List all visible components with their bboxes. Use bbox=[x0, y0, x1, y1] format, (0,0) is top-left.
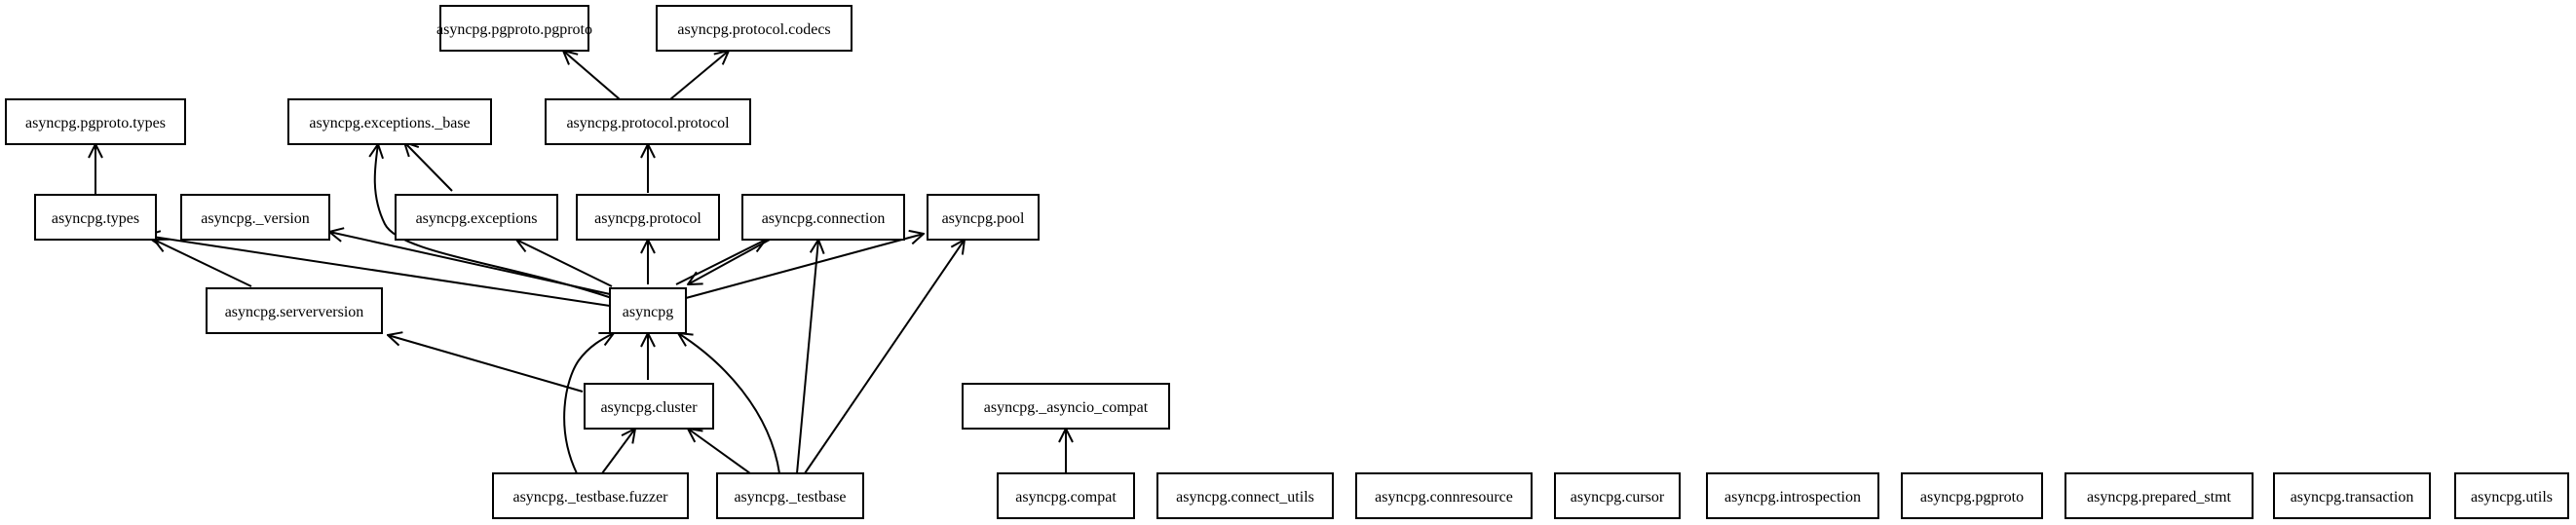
node-asyncpg-transaction[interactable]: asyncpg.transaction bbox=[2273, 472, 2431, 519]
edge-testbase-to-cluster bbox=[688, 429, 751, 474]
edge-testbase-to-connection bbox=[796, 240, 818, 474]
edge-testbase-to-pool bbox=[804, 240, 965, 474]
svg-text:asyncpg.exceptions._base: asyncpg.exceptions._base bbox=[309, 115, 470, 131]
svg-text:asyncpg.connect_utils: asyncpg.connect_utils bbox=[1176, 489, 1314, 506]
node-asyncpg-protocol[interactable]: asyncpg.protocol bbox=[576, 194, 720, 241]
svg-text:asyncpg._asyncio_compat: asyncpg._asyncio_compat bbox=[984, 399, 1149, 416]
svg-text:asyncpg.cursor: asyncpg.cursor bbox=[1571, 489, 1665, 506]
svg-text:asyncpg.pgproto.pgproto: asyncpg.pgproto.pgproto bbox=[436, 21, 592, 38]
svg-text:asyncpg.pool: asyncpg.pool bbox=[942, 210, 1025, 227]
node-asyncpg-prepared-stmt[interactable]: asyncpg.prepared_stmt bbox=[2065, 472, 2254, 519]
node-asyncpg-version[interactable]: asyncpg._version bbox=[180, 194, 330, 241]
edge-cluster-to-serverversion bbox=[388, 335, 584, 393]
svg-text:asyncpg.connresource: asyncpg.connresource bbox=[1375, 489, 1513, 506]
edge-protocol-protocol-to-pgproto-pgproto bbox=[563, 51, 621, 100]
node-asyncpg-serverversion[interactable]: asyncpg.serverversion bbox=[206, 287, 383, 334]
svg-text:asyncpg.exceptions: asyncpg.exceptions bbox=[416, 210, 538, 227]
edge-protocol-protocol-to-protocol-codecs bbox=[669, 51, 729, 100]
edge-asyncpg-to-version bbox=[329, 232, 611, 295]
node-asyncpg-pool[interactable]: asyncpg.pool bbox=[927, 194, 1040, 241]
svg-text:asyncpg._version: asyncpg._version bbox=[201, 210, 310, 227]
edge-connection-to-asyncpg bbox=[688, 239, 771, 284]
svg-text:asyncpg.protocol.codecs: asyncpg.protocol.codecs bbox=[677, 21, 830, 38]
svg-text:asyncpg._testbase: asyncpg._testbase bbox=[734, 489, 846, 506]
node-asyncpg-compat[interactable]: asyncpg.compat bbox=[997, 472, 1135, 519]
svg-text:asyncpg.introspection: asyncpg.introspection bbox=[1724, 489, 1861, 506]
edge-testbase-fuzzer-to-cluster bbox=[601, 429, 635, 474]
node-asyncpg-pgproto[interactable]: asyncpg.pgproto bbox=[1901, 472, 2043, 519]
svg-text:asyncpg.utils: asyncpg.utils bbox=[2471, 489, 2553, 506]
node-asyncpg-testbase[interactable]: asyncpg._testbase bbox=[716, 472, 864, 519]
node-asyncpg-connect-utils[interactable]: asyncpg.connect_utils bbox=[1156, 472, 1334, 519]
svg-text:asyncpg.cluster: asyncpg.cluster bbox=[600, 399, 698, 416]
node-asyncpg-exceptions[interactable]: asyncpg.exceptions bbox=[395, 194, 558, 241]
node-asyncpg-asyncio-compat[interactable]: asyncpg._asyncio_compat bbox=[962, 383, 1170, 430]
node-asyncpg-exceptions-base[interactable]: asyncpg.exceptions._base bbox=[287, 98, 492, 145]
node-asyncpg-testbase-fuzzer[interactable]: asyncpg._testbase.fuzzer bbox=[492, 472, 689, 519]
node-asyncpg[interactable]: asyncpg bbox=[609, 287, 687, 334]
node-asyncpg-protocol-protocol[interactable]: asyncpg.protocol.protocol bbox=[545, 98, 751, 145]
svg-text:asyncpg._testbase.fuzzer: asyncpg._testbase.fuzzer bbox=[512, 489, 668, 506]
node-asyncpg-introspection[interactable]: asyncpg.introspection bbox=[1706, 472, 1879, 519]
svg-text:asyncpg.prepared_stmt: asyncpg.prepared_stmt bbox=[2087, 489, 2232, 506]
svg-text:asyncpg.connection: asyncpg.connection bbox=[762, 210, 886, 227]
svg-text:asyncpg.transaction: asyncpg.transaction bbox=[2291, 489, 2414, 506]
edge-asyncpg-to-exceptions bbox=[516, 240, 613, 287]
node-asyncpg-types[interactable]: asyncpg.types bbox=[34, 194, 157, 241]
svg-text:asyncpg.pgproto: asyncpg.pgproto bbox=[1920, 489, 2024, 506]
svg-text:asyncpg.pgproto.types: asyncpg.pgproto.types bbox=[25, 115, 166, 131]
node-asyncpg-pgproto-types[interactable]: asyncpg.pgproto.types bbox=[5, 98, 186, 145]
nodes: asyncpg.pgproto.pgproto asyncpg.protocol… bbox=[5, 5, 2569, 519]
node-asyncpg-connection[interactable]: asyncpg.connection bbox=[741, 194, 905, 241]
node-asyncpg-utils[interactable]: asyncpg.utils bbox=[2454, 472, 2569, 519]
node-asyncpg-cursor[interactable]: asyncpg.cursor bbox=[1554, 472, 1681, 519]
node-asyncpg-pgproto-pgproto[interactable]: asyncpg.pgproto.pgproto bbox=[436, 5, 592, 52]
svg-text:asyncpg.serverversion: asyncpg.serverversion bbox=[225, 304, 364, 320]
edge-asyncpg-to-types bbox=[146, 236, 611, 307]
svg-text:asyncpg.compat: asyncpg.compat bbox=[1015, 489, 1117, 506]
edge-serverversion-to-types bbox=[154, 240, 252, 287]
edge-exceptions-to-exceptions-base bbox=[404, 142, 453, 192]
edge-testbase-to-asyncpg bbox=[678, 333, 780, 474]
svg-text:asyncpg.types: asyncpg.types bbox=[52, 210, 139, 227]
node-asyncpg-connresource[interactable]: asyncpg.connresource bbox=[1355, 472, 1533, 519]
edge-testbase-fuzzer-to-asyncpg bbox=[563, 333, 614, 474]
node-asyncpg-cluster[interactable]: asyncpg.cluster bbox=[584, 383, 714, 430]
edge-asyncpg-to-pool bbox=[685, 234, 924, 299]
svg-text:asyncpg: asyncpg bbox=[623, 304, 673, 320]
edge-asyncpg-to-connection bbox=[675, 240, 766, 285]
svg-text:asyncpg.protocol: asyncpg.protocol bbox=[594, 210, 701, 227]
node-asyncpg-protocol-codecs[interactable]: asyncpg.protocol.codecs bbox=[656, 5, 852, 52]
svg-text:asyncpg.protocol.protocol: asyncpg.protocol.protocol bbox=[566, 115, 730, 131]
